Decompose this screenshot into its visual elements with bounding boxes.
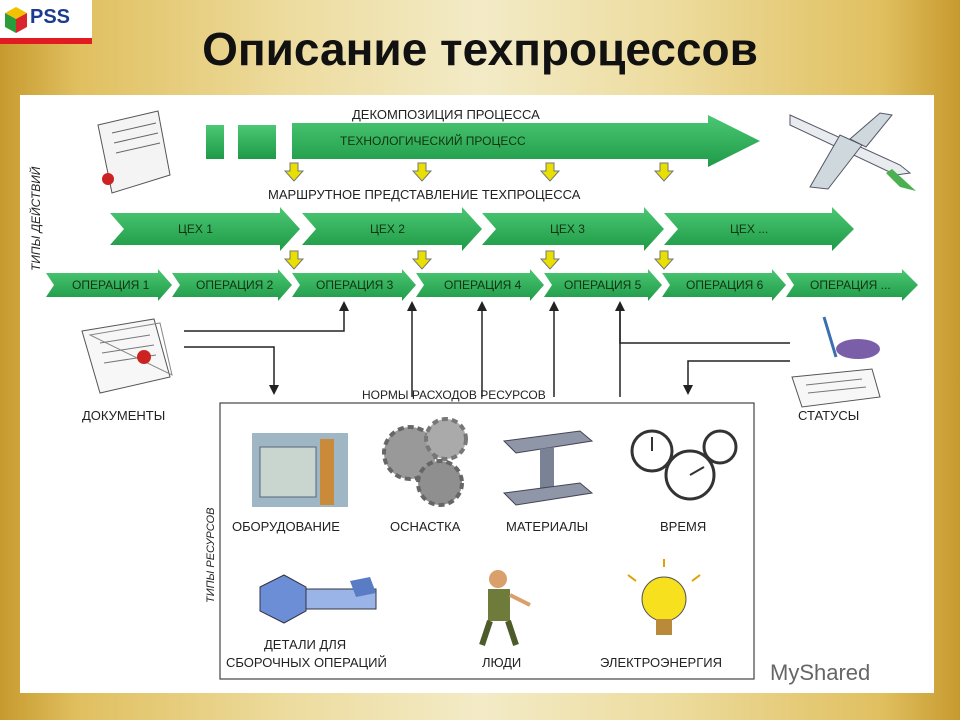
operation-label-5: ОПЕРАЦИЯ 5 — [564, 278, 642, 292]
operation-label-3: ОПЕРАЦИЯ 3 — [316, 278, 394, 292]
workshop-arrows — [110, 207, 854, 251]
operation-label-6: ОПЕРАЦИЯ 6 — [686, 278, 764, 292]
resource-label-tooling: ОСНАСТКА — [390, 519, 461, 534]
bolt-nut-icon — [259, 574, 377, 624]
small-block-1 — [206, 125, 224, 159]
workshop-arrow-2 — [302, 207, 482, 251]
operation-label-1: ОПЕРАЦИЯ 1 — [72, 278, 150, 292]
light-bulb-icon — [627, 559, 701, 635]
resource-label-equipment: ОБОРУДОВАНИЕ — [232, 519, 340, 534]
airplane-icon — [789, 112, 916, 191]
connector-lines — [184, 309, 790, 397]
equipment-icon — [252, 433, 348, 507]
diagram-panel: ДЕКОМПОЗИЦИЯ ПРОЦЕССА ТЕХНОЛОГИЧЕСКИЙ ПР… — [20, 95, 934, 693]
workshop-label-1: ЦЕХ 1 — [178, 222, 213, 236]
resource-label-electricity: ЭЛЕКТРОЭНЕРГИЯ — [600, 655, 722, 670]
process-diagram: ДЕКОМПОЗИЦИЯ ПРОЦЕССА ТЕХНОЛОГИЧЕСКИЙ ПР… — [27, 107, 918, 680]
tech-process-arrow — [292, 115, 760, 167]
logo-text: PSS — [30, 6, 71, 28]
i-beam-icon — [502, 430, 594, 506]
statuses-label: СТАТУСЫ — [798, 408, 859, 423]
worker-icon — [479, 570, 531, 646]
gears-icon — [382, 417, 468, 507]
certificate-icon — [97, 110, 171, 194]
operation-arrows — [46, 269, 918, 301]
workshop-label-2: ЦЕХ 2 — [370, 222, 405, 236]
workshop-label-4: ЦЕХ ... — [730, 222, 768, 236]
operation-label-4: ОПЕРАЦИЯ 4 — [444, 278, 522, 292]
down-arrows-row-2 — [283, 250, 675, 270]
down-arrows-row-1 — [283, 162, 675, 182]
operation-label-2: ОПЕРАЦИЯ 2 — [196, 278, 274, 292]
operation-label-7: ОПЕРАЦИЯ ... — [810, 278, 891, 292]
resource-label-parts-2: СБОРОЧНЫХ ОПЕРАЦИЙ — [226, 655, 387, 670]
logo-bar — [0, 38, 92, 44]
page-title: Описание техпроцессов — [202, 23, 758, 75]
resource-label-people: ЛЮДИ — [482, 655, 521, 670]
small-block-2 — [238, 125, 276, 159]
statuses-icon — [791, 316, 881, 408]
clocks-icon — [630, 429, 738, 501]
myshared-watermark: MyShared — [770, 660, 871, 685]
resource-label-materials: МАТЕРИАЛЫ — [506, 519, 588, 534]
route-label: МАРШРУТНОЕ ПРЕДСТАВЛЕНИЕ ТЕХПРОЦЕССА — [268, 187, 581, 202]
documents-icon — [81, 318, 173, 394]
resource-label-time: ВРЕМЯ — [660, 519, 706, 534]
documents-label: ДОКУМЕНТЫ — [82, 408, 165, 423]
workshop-arrow-1 — [110, 207, 300, 251]
workshop-arrow-4 — [664, 207, 854, 251]
pss-logo: PSS — [0, 0, 92, 44]
logo-cube-icon — [5, 7, 27, 33]
resource-label-parts-1: ДЕТАЛИ ДЛЯ — [264, 637, 346, 652]
tech-process-label: ТЕХНОЛОГИЧЕСКИЙ ПРОЦЕСС — [340, 133, 526, 148]
workshop-label-3: ЦЕХ 3 — [550, 222, 585, 236]
decomposition-label: ДЕКОМПОЗИЦИЯ ПРОЦЕССА — [352, 107, 540, 122]
resource-types-label: ТИПЫ РЕСУРСОВ — [205, 508, 217, 603]
action-types-label: ТИПЫ ДЕЙСТВИЙ — [27, 166, 43, 271]
workshop-arrow-3 — [482, 207, 664, 251]
norms-label: НОРМЫ РАСХОДОВ РЕСУРСОВ — [362, 388, 546, 402]
connector-arrowheads — [269, 301, 693, 395]
